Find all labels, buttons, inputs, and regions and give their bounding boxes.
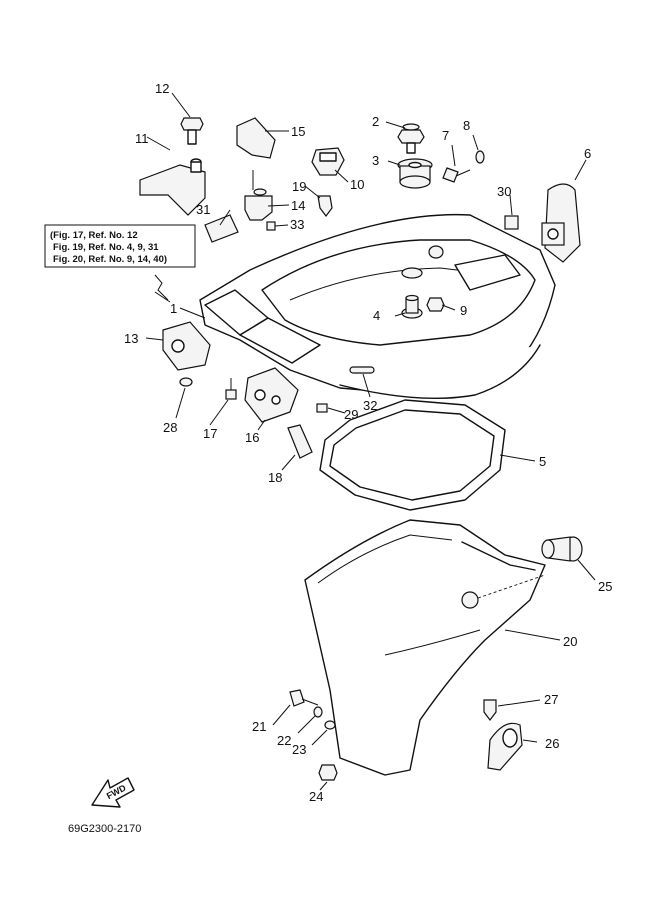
part-13-cover [162,321,211,371]
part-21-bolt [289,689,319,707]
part-2-bolt [397,123,425,154]
part-9-nut [426,297,445,312]
callout-33: 33 [290,217,304,232]
part-3-grommet [397,158,433,189]
callout-13: 13 [124,331,138,346]
callout-25: 25 [598,579,612,594]
callout-11: 11 [135,131,149,146]
callout-5: 5 [539,454,546,469]
part-30-label [504,215,519,230]
part-16-panel [244,367,299,423]
part-15-clamp [236,117,276,196]
part-5-seal [319,399,506,511]
callout-17: 17 [203,426,217,441]
part-6-bracket [541,183,581,263]
part-17-screw [225,378,237,400]
callout-28: 28 [163,420,177,435]
callout-2: 2 [372,114,379,129]
leader-lines [145,92,596,791]
part-8-washer [475,150,485,164]
callout-8: 8 [463,118,470,133]
fwd-arrow: FWD [91,777,135,808]
callout-19: 19 [292,179,306,194]
part-14-clip [244,195,273,221]
part-19-screw [317,195,333,217]
callout-12: 12 [155,81,169,96]
part-7-screw [442,167,471,183]
callout-6: 6 [584,146,591,161]
callout-labels: 1 2 3 4 5 6 7 8 9 10 11 12 13 14 15 16 1… [124,81,612,804]
part-29-screw [316,403,328,413]
callout-15: 15 [291,124,305,139]
part-23-washer [324,720,336,730]
part-12-bolt [180,117,204,145]
callout-7: 7 [442,128,449,143]
part-18-pad [287,424,313,459]
callout-29: 29 [344,407,358,422]
drawing-code: 69G2300-2170 [68,823,141,835]
callout-27: 27 [544,692,558,707]
callout-22: 22 [277,733,291,748]
part-24-nut [318,764,338,781]
callout-20: 20 [563,634,577,649]
part-10-plug [311,147,345,176]
part-25-grommet [541,536,583,562]
note-line-1: (Fig. 17, Ref. No. 12 [50,230,138,241]
callout-26: 26 [545,736,559,751]
part-33-label [266,221,276,231]
part-4-collar [401,294,423,319]
callout-24: 24 [309,789,323,804]
part-31-label [204,214,239,243]
callout-21: 21 [252,719,266,734]
callout-14: 14 [291,198,305,213]
callout-18: 18 [268,470,282,485]
part-20-lower-cover [304,519,546,776]
part-22-washer [313,706,323,718]
part-11-lever [139,158,206,216]
callout-10: 10 [350,177,364,192]
callout-3: 3 [372,153,379,168]
callout-9: 9 [460,303,467,318]
callout-16: 16 [245,430,259,445]
callout-32: 32 [363,398,377,413]
callout-30: 30 [497,184,511,199]
bottom-cowling [199,213,556,400]
callout-23: 23 [292,742,306,757]
part-27-screw [483,699,497,721]
part-26-clamp [487,722,523,771]
part-28-plug [179,377,193,387]
callout-31: 31 [196,202,210,217]
note-line-2: Fig. 19, Ref. No. 4, 9, 31 [53,242,159,253]
note-line-3: Fig. 20, Ref. No. 9, 14, 40) [53,254,167,265]
reference-note: (Fig. 17, Ref. No. 12 Fig. 19, Ref. No. … [44,224,196,301]
callout-4: 4 [373,308,380,323]
callout-1: 1 [170,301,177,316]
